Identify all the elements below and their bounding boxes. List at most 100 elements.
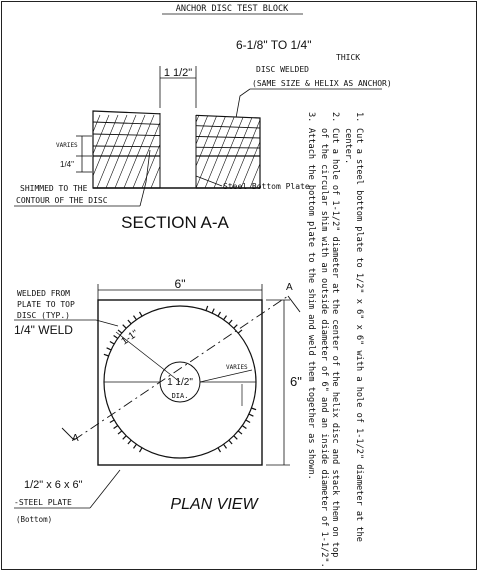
hatch-line	[114, 114, 146, 188]
hatch-line	[93, 114, 101, 188]
hole-dim-label: 1 1/2"	[167, 377, 193, 388]
weld-tick	[122, 324, 127, 329]
note-text: Attach the bottom plate to the shim and …	[306, 128, 316, 480]
weld-tick	[228, 439, 233, 445]
shim-label-2: CONTOUR OF THE DISC	[16, 196, 108, 205]
section-marker-bottom: A	[72, 433, 79, 444]
note-number: 2.	[330, 112, 340, 123]
note-number: 3.	[306, 112, 316, 123]
weld-tick	[237, 430, 243, 435]
hatch-line	[240, 114, 260, 188]
shim-leader	[139, 149, 151, 207]
hatch-line	[204, 114, 236, 188]
weld-tick	[117, 430, 123, 435]
hatch-line	[231, 114, 260, 188]
hatch-line	[249, 114, 260, 188]
weld-tick	[103, 353, 109, 357]
hatch-line	[105, 114, 137, 188]
center-hole-gap	[160, 111, 196, 189]
weld-tick	[138, 447, 143, 453]
disc-leader	[235, 88, 251, 119]
section-view: 6-1/8" TO 1/4" THICK DISC WELDED (SAME S…	[14, 38, 392, 232]
thick-word: THICK	[336, 53, 360, 62]
weld-tick	[223, 315, 227, 321]
note-item: 3. Attach the bottom plate to the shim a…	[305, 112, 316, 570]
section-arrow-top	[287, 295, 301, 313]
weld-tick	[133, 315, 137, 321]
weld-tick	[127, 439, 132, 445]
weld-tick	[211, 308, 215, 314]
drawing-title: ANCHOR DISC TEST BLOCK	[176, 4, 289, 14]
note-item: 1. Cut a steel bottom plate to 1/2" x 6"…	[342, 112, 364, 570]
hatch-line	[213, 114, 245, 188]
hole-dim-label: 1 1/2"	[164, 67, 192, 79]
weld-tick	[117, 329, 123, 334]
left-dim-label: 1/4"	[60, 160, 74, 169]
weld-tick	[251, 407, 257, 411]
disc-welded-label: DISC WELDED	[256, 65, 309, 74]
inner-radius-line	[115, 331, 181, 383]
hatch-line	[96, 114, 128, 188]
welded-leader	[95, 319, 119, 327]
plate-leader	[195, 175, 223, 187]
section-arrow-bottom	[61, 427, 75, 441]
weld-tick	[237, 329, 243, 334]
welded-label-3: DISC (TYP.)	[17, 311, 70, 320]
weld-tick	[241, 425, 247, 429]
bottom-label: (Bottom)	[16, 515, 52, 524]
weld-tick	[109, 340, 115, 345]
weld-tick	[106, 347, 112, 351]
plate-size-label: 1/2" x 6 x 6"	[24, 479, 83, 491]
plan-view: 6" 1 1/2" DIA. 1-1" VARIES A A 6" WELDED…	[14, 277, 302, 524]
weld-tick	[223, 443, 227, 449]
hatch-line	[132, 114, 164, 188]
welded-label-2: PLATE TO TOP	[17, 300, 75, 309]
thickness-label: 6-1/8" TO 1/4"	[236, 38, 311, 52]
varies-label-left: VARIES	[56, 142, 78, 149]
hatch-line	[268, 115, 298, 188]
plan-caption: PLAN VIEW	[170, 496, 259, 513]
weld-tick	[109, 419, 115, 424]
weld-tick	[248, 413, 254, 417]
weld-tick	[217, 311, 222, 317]
welded-label-1: WELDED FROM	[17, 289, 70, 298]
steel-plate-label: -STEEL PLATE	[14, 498, 72, 507]
notes-list: 1. Cut a steel bottom plate to 1/2" x 6"…	[306, 112, 364, 570]
hatch-line	[123, 114, 155, 188]
weld-tick	[133, 443, 137, 449]
weld-tick	[228, 319, 233, 325]
section-caption: SECTION A-A	[121, 213, 229, 232]
varies-leader	[199, 369, 253, 383]
shim-label-1: SHIMMED TO THE	[20, 184, 88, 193]
bottom-plate-label: Steel Bottom Plate	[223, 182, 310, 191]
weld-tick	[113, 425, 119, 429]
weld-tick	[205, 305, 209, 311]
note-item: 2. Cut a hole of 1-1/2" diameter at the …	[318, 112, 340, 570]
dia-label: DIA.	[172, 392, 189, 400]
note-text: Cut a hole of 1-1/2" diameter at the cen…	[319, 128, 340, 568]
weld-tick	[127, 319, 132, 325]
note-number: 1.	[354, 112, 364, 123]
section-marker-top: A	[286, 282, 293, 293]
weld-tick	[138, 311, 143, 317]
varies-label-plan: VARIES	[226, 364, 248, 371]
weld-tick	[217, 447, 222, 453]
hatch-line	[195, 114, 227, 188]
note-text: Cut a steel bottom plate to 1/2" x 6" x …	[343, 128, 364, 542]
section-cut-line	[73, 295, 289, 441]
weld-tick	[233, 435, 238, 440]
hatch-line	[258, 114, 260, 188]
weld-size-label: 1/4" WELD	[14, 323, 73, 337]
width-dim-label: 6"	[175, 277, 186, 291]
weld-tick	[122, 435, 127, 440]
weld-ticks	[103, 305, 257, 453]
steel-plate-leader	[89, 469, 121, 509]
hatch-line	[93, 114, 119, 188]
hatch-line	[222, 114, 254, 188]
weld-tick	[245, 419, 251, 424]
hatch-line	[93, 114, 110, 188]
weld-tick	[113, 335, 119, 339]
disc-helix-label: (SAME SIZE & HELIX AS ANCHOR)	[252, 79, 392, 88]
